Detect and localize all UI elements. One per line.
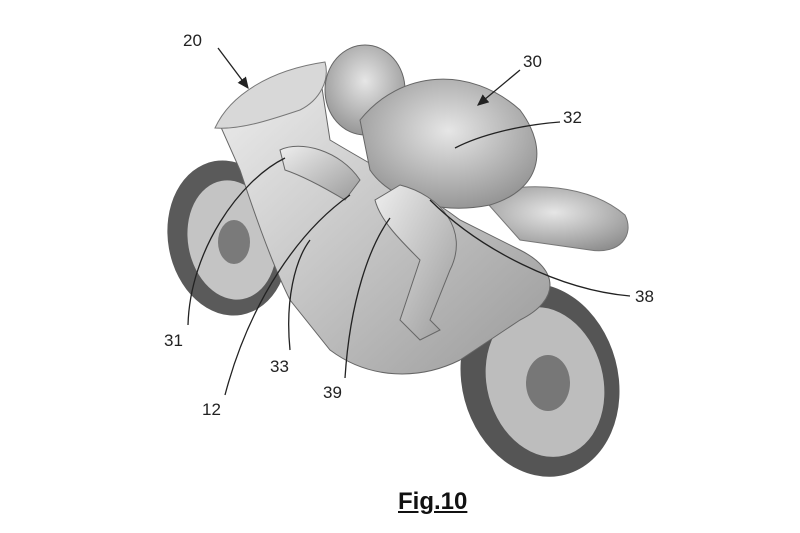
leader-32	[454, 121, 561, 149]
label-30: 30	[523, 52, 542, 71]
leader-39	[344, 217, 391, 379]
label-33: 33	[270, 357, 289, 376]
label-39: 39	[323, 383, 342, 402]
label-12: 12	[202, 400, 221, 419]
leader-12	[224, 194, 351, 396]
leader-31	[187, 157, 286, 326]
label-20: 20	[183, 31, 202, 50]
label-32: 32	[563, 108, 582, 127]
leader-20	[217, 47, 249, 90]
leader-33	[288, 239, 311, 351]
label-31: 31	[164, 331, 183, 350]
figure-caption: Fig.10	[398, 488, 468, 515]
label-38: 38	[635, 287, 654, 306]
rider	[279, 44, 538, 341]
windscreen	[214, 61, 327, 129]
leader-38	[429, 199, 631, 297]
leader-30	[477, 69, 521, 106]
tail-section	[479, 186, 629, 252]
